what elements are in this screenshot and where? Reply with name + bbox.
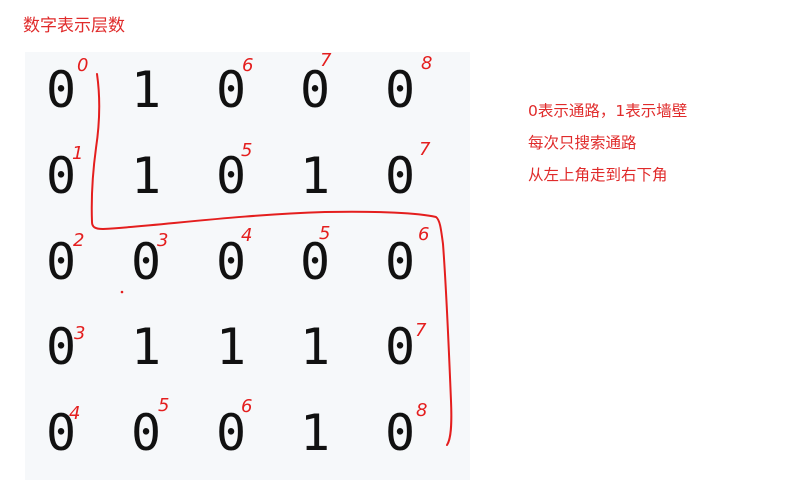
maze-cell: 0 — [45, 318, 77, 376]
maze-cell: 1 — [130, 318, 162, 376]
maze-cell: 1 — [130, 147, 162, 205]
maze-cell: 0 — [45, 233, 77, 291]
note-line-2: 每次只搜索通路 — [528, 134, 637, 152]
maze-cell: 0 — [384, 61, 416, 119]
layer-annotation: 7 — [415, 320, 427, 341]
layer-annotation: 4 — [69, 403, 81, 424]
layer-annotation: 6 — [241, 396, 253, 417]
page-title: 数字表示层数 — [23, 16, 125, 36]
layer-annotation: 8 — [421, 53, 433, 74]
layer-annotation: 0 — [77, 55, 89, 76]
note-line-3: 从左上角走到右下角 — [528, 166, 668, 184]
layer-annotation: 7 — [320, 50, 332, 71]
maze-cell: 0 — [45, 404, 77, 462]
maze-cell: 1 — [215, 318, 247, 376]
layer-annotation: 4 — [241, 225, 253, 246]
layer-annotation: 1 — [72, 143, 84, 164]
layer-annotation: 8 — [416, 400, 428, 421]
maze-cell: 0 — [384, 233, 416, 291]
maze-cell: 1 — [299, 318, 331, 376]
maze-cell: 0 — [45, 61, 77, 119]
layer-annotation: 2 — [73, 230, 85, 251]
layer-annotation: 5 — [319, 223, 331, 244]
maze-cell: 1 — [130, 61, 162, 119]
layer-annotation: 6 — [418, 224, 430, 245]
maze-cell: 0 — [45, 147, 77, 205]
layer-annotation: 6 — [242, 55, 254, 76]
maze-cell: 1 — [299, 404, 331, 462]
layer-annotation: 5 — [241, 140, 253, 161]
layer-annotation: 3 — [74, 323, 86, 344]
layer-annotation: 7 — [419, 139, 431, 160]
maze-cell: 0 — [384, 147, 416, 205]
layer-annotation: 5 — [158, 395, 170, 416]
maze-cell: 1 — [299, 147, 331, 205]
layer-annotation: 3 — [157, 230, 169, 251]
note-line-1: 0表示通路，1表示墙壁 — [528, 102, 688, 120]
